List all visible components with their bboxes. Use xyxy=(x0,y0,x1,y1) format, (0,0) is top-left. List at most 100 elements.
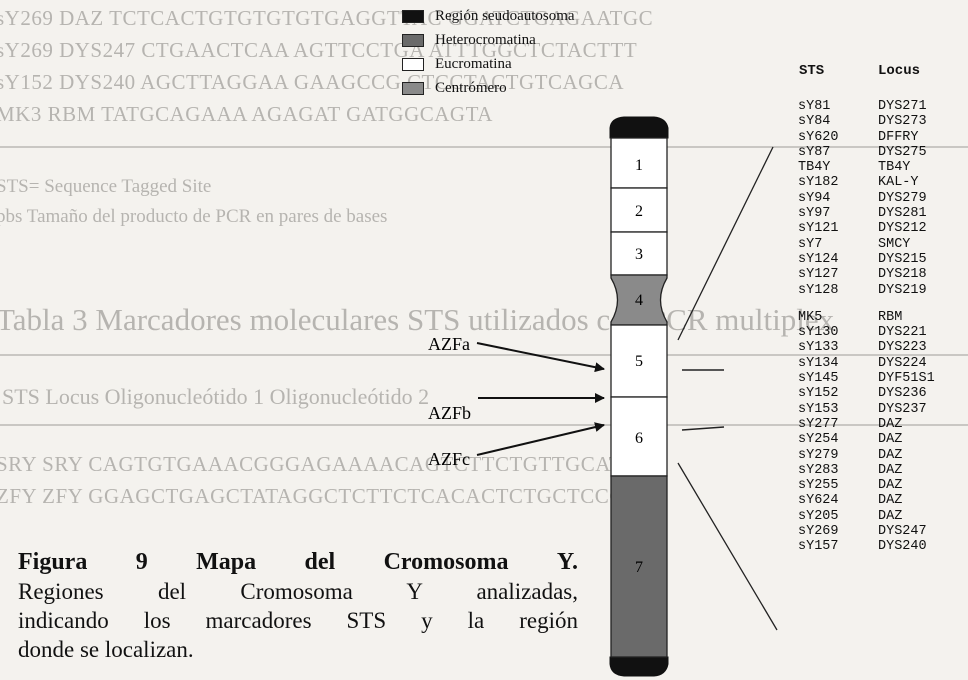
table-row: sY269 DYS247 xyxy=(798,524,935,539)
table-row: sY7 SMCY xyxy=(798,237,935,252)
locus-cell: DYS221 xyxy=(878,325,927,341)
sts-cell: sY283 xyxy=(798,462,839,478)
sts-cell: sY205 xyxy=(798,508,839,524)
legend-label: Eucromatina xyxy=(435,55,512,72)
sts-cell: sY624 xyxy=(798,493,839,509)
band-label-7: 7 xyxy=(635,559,643,576)
locus-cell: DYS218 xyxy=(878,267,927,283)
table-row: sY81 DYS271 xyxy=(798,99,935,114)
table-row: sY205 DAZ xyxy=(798,509,935,524)
background-sequence-line: sY269 DYS247 CTGAACTCAA AGTTCCTGA ATTTGG… xyxy=(0,38,638,62)
locus-cell: DFFRY xyxy=(878,129,919,145)
band-3 xyxy=(610,231,668,276)
connector-azfb xyxy=(681,426,725,431)
locus-cell: DYS212 xyxy=(878,221,927,237)
locus-cell: DYS236 xyxy=(878,386,927,402)
connector-azfa xyxy=(677,146,774,341)
chromosome-bottom-cap xyxy=(609,656,669,677)
table-row: sY121 DYS212 xyxy=(798,221,935,236)
sts-cell: sY121 xyxy=(798,221,839,237)
legend-label: Centrómero xyxy=(435,79,507,96)
locus-cell: DAZ xyxy=(878,462,903,478)
azfa-arrow xyxy=(476,342,605,373)
connector-azfc xyxy=(677,462,778,631)
sts-cell: sY277 xyxy=(798,416,839,432)
locus-cell: DYS240 xyxy=(878,539,927,555)
table-row: sY133 DYS223 xyxy=(798,340,935,355)
sts-cell: sY133 xyxy=(798,340,839,356)
azfa-label: AZFa xyxy=(428,334,470,354)
legend-swatch xyxy=(402,57,424,71)
legend-item-pseudoautosomal: Región seudoautosoma xyxy=(402,4,575,28)
sts-cell: sY127 xyxy=(798,267,839,283)
locus-cell: RBM xyxy=(878,309,903,325)
background-sequence-line: sY152 DYS240 AGCTTAGGAA GAAGCCG CTCCTACT… xyxy=(0,70,625,94)
locus-cell: DAZ xyxy=(878,416,903,432)
sts-cell: sY269 xyxy=(798,524,839,540)
locus-cell: DYS224 xyxy=(878,355,927,371)
table-row: sY130 DYS221 xyxy=(798,325,935,340)
locus-cell: DAZ xyxy=(878,508,903,524)
background-table-title: Tabla 3 Marcadores moleculares STS utili… xyxy=(0,302,835,337)
caption-line: donde se localizan. xyxy=(18,637,194,662)
locus-cell: DAZ xyxy=(878,478,903,494)
sts-cell: sY7 xyxy=(798,236,823,252)
band-7-heterochromatin xyxy=(610,475,668,658)
sts-cell: sY182 xyxy=(798,175,839,191)
background-rule xyxy=(0,354,968,356)
table-row: sY277 DAZ xyxy=(798,417,935,432)
background-sequence-line: MK3 RBM TATGCAGAAA AGAGAT GATGGCAGTA xyxy=(0,102,493,126)
table-row: sY134 DYS224 xyxy=(798,356,935,371)
locus-cell: DYS273 xyxy=(878,114,927,130)
legend-label: Heterocromatina xyxy=(435,31,536,48)
legend-swatch xyxy=(402,9,424,23)
table-row: sY182 KAL-Y xyxy=(798,175,935,190)
caption-word: del xyxy=(304,549,336,575)
sts-cell: sY134 xyxy=(798,355,839,371)
locus-cell: DYS247 xyxy=(878,524,927,540)
band-label-3: 3 xyxy=(635,246,643,263)
sts-cell: sY97 xyxy=(798,206,831,222)
locus-cell: DYS271 xyxy=(878,99,927,114)
sts-cell: sY87 xyxy=(798,144,831,160)
sts-cell: sY84 xyxy=(798,114,831,130)
azfc-label: AZFc xyxy=(428,449,470,469)
legend-swatch xyxy=(402,81,424,95)
band-label-6: 6 xyxy=(635,430,643,447)
legend: Región seudoautosoma Heterocromatina Euc… xyxy=(402,4,575,100)
band-label-5: 5 xyxy=(635,353,643,370)
table-row: sY127 DYS218 xyxy=(798,267,935,282)
sts-cell: sY145 xyxy=(798,371,839,387)
sts-cell: sY130 xyxy=(798,325,839,341)
locus-cell: DAZ xyxy=(878,493,903,509)
locus-cell: DYS279 xyxy=(878,190,927,206)
background-table-row: SRY SRY CAGTGTGAAACGGGAGAAAACAGTCTTCTGTT… xyxy=(0,452,666,476)
table-row: sY84 DYS273 xyxy=(798,114,935,129)
sts-cell: sY153 xyxy=(798,401,839,417)
sts-cell: sY124 xyxy=(798,251,839,267)
sts-cell: sY254 xyxy=(798,432,839,448)
table-row: sY283 DAZ xyxy=(798,463,935,478)
locus-cell: DYS223 xyxy=(878,340,927,356)
azfb-label: AZFb xyxy=(428,403,471,423)
locus-cell: KAL-Y xyxy=(878,175,919,191)
sts-cell: sY81 xyxy=(798,99,831,114)
legend-item-centromere: Centrómero xyxy=(402,76,575,100)
locus-cell: SMCY xyxy=(878,236,911,252)
caption-word: Cromosoma xyxy=(383,549,509,575)
caption-word: Figura xyxy=(18,549,88,575)
